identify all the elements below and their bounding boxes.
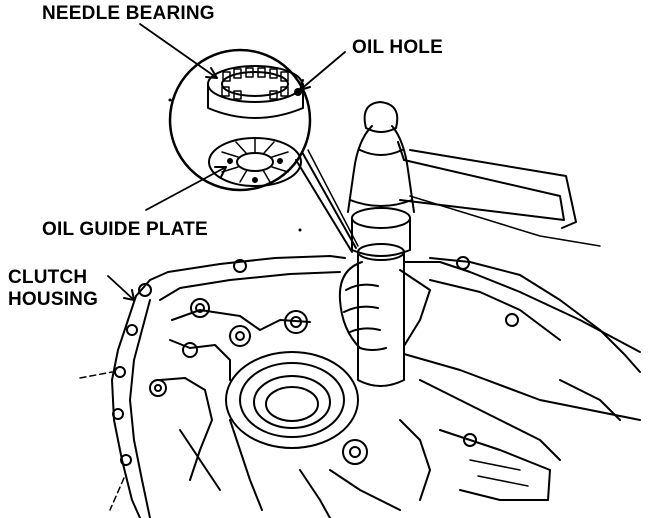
- hammer: [397, 141, 601, 247]
- clutch-housing-label-line1: CLUTCH: [8, 267, 88, 288]
- needle-bearing-part: [207, 65, 304, 119]
- oil-guide-plate-label: OIL GUIDE PLATE: [42, 219, 208, 240]
- needle-bearing-label: NEEDLE BEARING: [42, 3, 215, 24]
- clutch-housing-label: CLUTCH HOUSING: [8, 267, 98, 311]
- oil-hole-label: OIL HOLE: [352, 37, 443, 58]
- driver-tool: [347, 101, 415, 387]
- label-leaders: [107, 23, 346, 301]
- detail-callout-circle: [168, 48, 359, 253]
- clutch-housing-label-line2: HOUSING: [8, 289, 99, 310]
- oil-guide-plate-part: [208, 137, 302, 187]
- hand: [338, 261, 641, 421]
- clutch-housing: [79, 255, 641, 518]
